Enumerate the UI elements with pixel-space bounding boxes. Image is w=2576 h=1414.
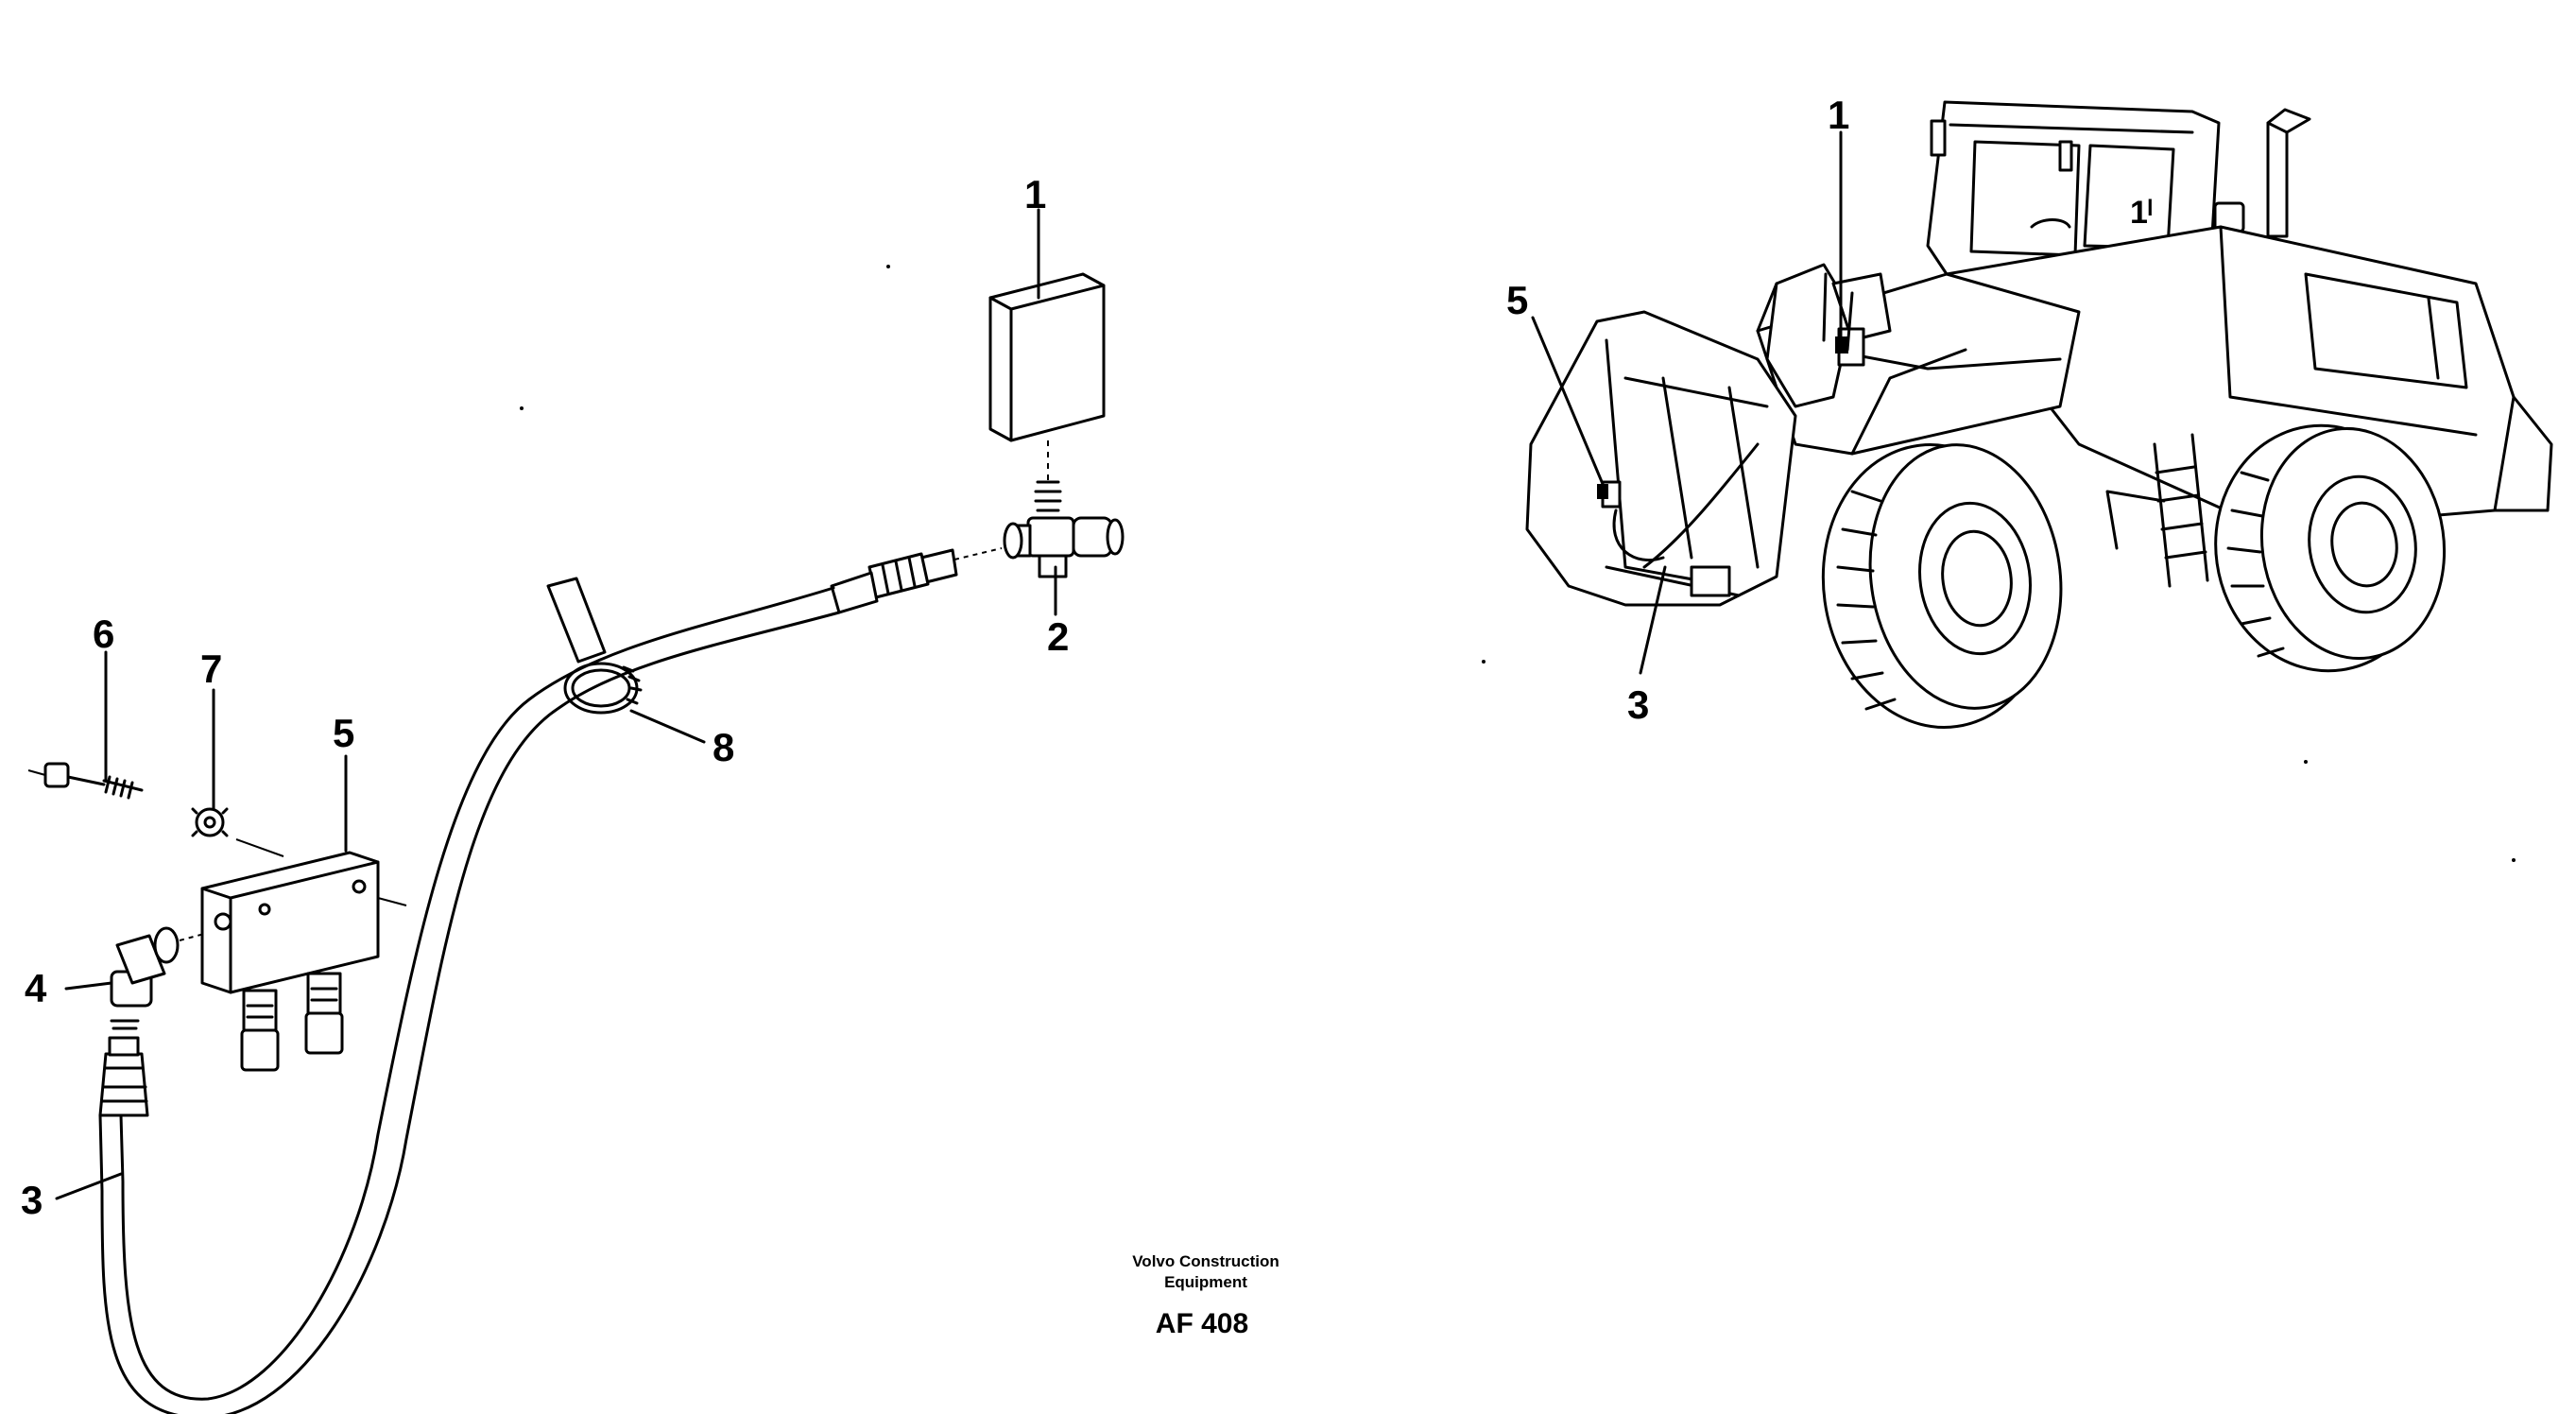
part-8-clamp	[546, 577, 643, 715]
figure-code: AF 408	[1156, 1308, 1248, 1339]
callout-left-7: 7	[200, 647, 222, 691]
machine-component-1	[1835, 336, 1848, 354]
callout-left-5: 5	[333, 711, 354, 755]
caption-company-line1: Volvo Construction	[1132, 1252, 1279, 1270]
callout-left-6: 6	[93, 612, 114, 656]
caption-company-line2: Equipment	[1164, 1273, 1247, 1291]
callout-right-1: 1	[1828, 93, 1849, 137]
hose-upper-fitting	[830, 547, 1003, 614]
part-5-valve-block	[200, 838, 407, 1072]
callout-left-8: 8	[713, 725, 734, 769]
callout-left-4: 4	[25, 966, 47, 1010]
part-7-washer	[191, 807, 229, 837]
callout-left-1: 1	[1024, 172, 1046, 216]
leader-4	[64, 981, 113, 991]
leader-right-5	[1531, 316, 1605, 486]
wheel-loader-illustration: 1ˡ	[1525, 100, 2553, 729]
part-6-screw	[27, 762, 144, 800]
callout-left-3: 3	[21, 1178, 43, 1222]
machine-component-5	[1597, 484, 1608, 499]
rear-wheel	[2214, 423, 2447, 673]
leader-8	[629, 709, 706, 744]
part-4-elbow	[110, 926, 205, 1008]
callout-right-5: 5	[1506, 278, 1528, 322]
part-3-hose	[119, 586, 835, 1401]
part-2-tee-fitting	[1003, 480, 1125, 578]
part-1-box	[988, 272, 1106, 442]
callout-right-3: 3	[1627, 682, 1649, 727]
leader-3	[55, 1172, 123, 1200]
hose-lower-fitting	[98, 1019, 149, 1117]
front-wheel	[1821, 443, 2063, 729]
cab-marking: 1ˡ	[2130, 195, 2153, 231]
leader-right-3	[1639, 565, 1667, 675]
callout-left-2: 2	[1047, 614, 1069, 659]
